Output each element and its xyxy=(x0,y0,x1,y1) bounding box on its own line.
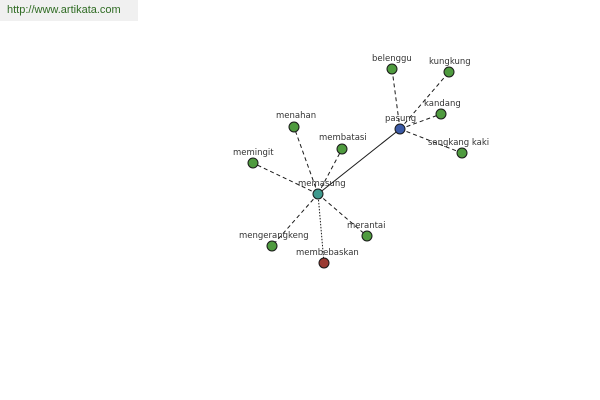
edge-pasung-kandang xyxy=(399,113,442,130)
node-label-belenggu[interactable]: belenggu xyxy=(372,54,412,64)
node-label-pasung[interactable]: pasung xyxy=(385,114,416,124)
node-pasung[interactable] xyxy=(394,123,406,135)
node-label-membatasi[interactable]: membatasi xyxy=(319,133,367,143)
node-kandang[interactable] xyxy=(435,108,447,120)
node-kungkung[interactable] xyxy=(443,66,455,78)
node-membatasi[interactable] xyxy=(336,143,348,155)
node-label-mengerangkeng[interactable]: mengerangkeng xyxy=(239,231,309,241)
node-label-menahan[interactable]: menahan xyxy=(276,111,316,121)
node-label-merantai[interactable]: merantai xyxy=(347,221,386,231)
node-label-kandang[interactable]: kandang xyxy=(424,99,461,109)
edge-pasung-belenggu xyxy=(391,68,401,130)
edge-memasung-pasung xyxy=(317,128,401,195)
node-mengerangkeng[interactable] xyxy=(266,240,278,252)
node-sangkang_kaki[interactable] xyxy=(456,147,468,159)
node-memasung[interactable] xyxy=(312,188,324,200)
edge-pasung-kungkung xyxy=(399,71,450,130)
edge-memasung-menahan xyxy=(293,126,319,195)
edge-memasung-membatasi xyxy=(317,148,343,195)
node-label-kungkung[interactable]: kungkung xyxy=(429,57,471,67)
node-label-membebaskan[interactable]: membebaskan xyxy=(296,248,359,258)
source-url-text[interactable]: http://www.artikata.com xyxy=(7,4,121,16)
node-menahan[interactable] xyxy=(288,121,300,133)
labels-layer: memasung pasung belenggu kungkung kandang san… xyxy=(233,54,489,258)
node-label-memingit[interactable]: memingit xyxy=(233,148,274,158)
node-membebaskan[interactable] xyxy=(318,257,330,269)
edge-memasung-memingit xyxy=(252,162,319,195)
nodes-layer xyxy=(247,63,468,269)
node-label-memasung[interactable]: memasung xyxy=(298,179,346,189)
edges-layer xyxy=(252,68,463,264)
node-belenggu[interactable] xyxy=(386,63,398,75)
node-merantai[interactable] xyxy=(361,230,373,242)
edge-memasung-merantai xyxy=(317,193,368,237)
node-memingit[interactable] xyxy=(247,157,259,169)
node-label-sangkang_kaki[interactable]: sangkang kaki xyxy=(428,138,489,148)
edge-memasung-membebaskan xyxy=(317,193,325,264)
edge-memasung-mengerangkeng xyxy=(271,193,319,247)
source-url-bar: http://www.artikata.com xyxy=(0,0,138,21)
